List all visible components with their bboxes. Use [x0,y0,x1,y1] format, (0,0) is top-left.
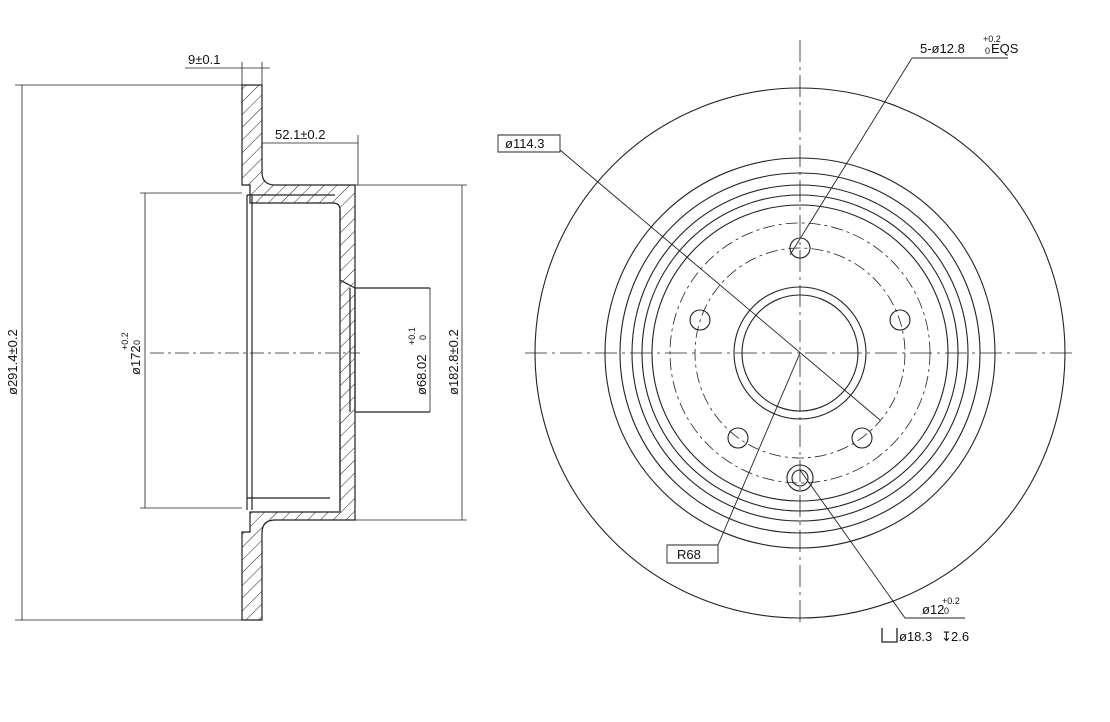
tol-upper: +0.2 [120,332,130,350]
hole-dim: ø12 [922,602,944,617]
bolt-hole [727,427,749,449]
section-view [15,62,467,621]
tol-lower: 0 [944,606,949,616]
hat-diameter-dim: ø182.8±0.2 [446,329,461,395]
offset-dim: 52.1±0.2 [275,127,326,142]
depth-icon: ↧ [941,629,952,644]
tol-upper: +0.1 [407,327,417,345]
bolt-holes-dim: 5-ø12.8 [920,41,965,56]
thickness-dim: 9±0.1 [188,52,220,67]
inner-diameter-dim: ø172 [128,345,143,375]
eqs-label: EQS [991,41,1019,56]
tol-lower: 0 [132,340,142,345]
tol-upper: +0.2 [983,34,1001,44]
center-bore-dim: ø68.02 [414,355,429,395]
bolt-hole [851,427,873,449]
tol-upper: +0.2 [942,596,960,606]
pcd-dim: ø114.3 [505,136,545,151]
outer-diameter-dim: ø291.4±0.2 [5,329,20,395]
section-hatch [241,84,356,621]
bolt-hole [689,309,711,331]
counterbore-dim: ø18.3 [899,629,932,644]
tol-lower: 0 [418,335,428,340]
counterbore-depth: 2.6 [951,629,969,644]
front-view [497,40,1075,643]
radius-dim: R68 [677,547,701,562]
bolt-hole [889,309,911,331]
tol-lower: 0 [985,46,990,56]
